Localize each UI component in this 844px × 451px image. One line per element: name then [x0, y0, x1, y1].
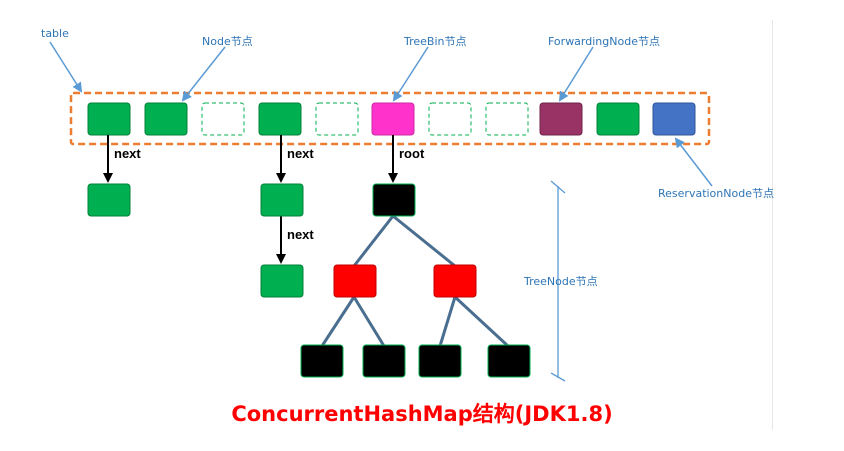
callout-line-table — [49, 41, 83, 93]
table-border — [69, 91, 711, 146]
next-label-1: next — [114, 146, 141, 161]
table-slot-empty — [315, 102, 359, 136]
callout-line-node — [181, 46, 226, 102]
tree-root-node — [372, 183, 416, 217]
list-node — [87, 183, 131, 217]
diagram-title: ConcurrentHashMap结构(JDK1.8) — [231, 402, 613, 426]
tree-red-node — [333, 264, 377, 298]
tree-red-node — [433, 264, 477, 298]
next-label-2: next — [287, 146, 314, 161]
callout-line-reservation — [674, 137, 713, 187]
table-slot-forwarding — [539, 102, 583, 136]
table-slot-node — [258, 102, 302, 136]
tree-leaf-node — [362, 344, 406, 378]
caption-table: table — [41, 27, 69, 40]
caption-node: Node节点 — [202, 35, 253, 48]
table-slots — [87, 102, 696, 136]
table-slot-empty — [428, 102, 472, 136]
table-slot-treebin — [371, 102, 415, 136]
table-slot-empty — [201, 102, 245, 136]
table-slot-empty — [485, 102, 529, 136]
tree-leaf-node — [418, 344, 462, 378]
table-slot-node — [144, 102, 188, 136]
tree-leaf-node — [487, 344, 531, 378]
caption-reservation: ReservationNode节点 — [658, 187, 774, 200]
tree-edges — [320, 214, 510, 348]
table-slot-node — [596, 102, 640, 136]
list-node — [260, 183, 304, 217]
linked-list-nodes — [87, 183, 304, 298]
caption-treebin: TreeBin节点 — [404, 35, 467, 48]
list-node — [260, 264, 304, 298]
treenode-bracket-bottom — [550, 372, 566, 382]
root-label: root — [399, 146, 425, 161]
table-slot-node — [87, 102, 131, 136]
tree-leaf-node — [300, 344, 344, 378]
callout-line-treebin — [392, 46, 429, 102]
table-slot-reservation — [652, 102, 696, 136]
divider-line — [772, 20, 773, 430]
tree-nodes — [300, 183, 531, 378]
caption-treenode: TreeNode节点 — [524, 275, 598, 288]
treenode-bracket-top — [550, 180, 566, 194]
caption-forwarding: ForwardingNode节点 — [548, 35, 660, 48]
next-label-3: next — [287, 227, 314, 242]
callout-line-forwarding — [558, 46, 594, 102]
